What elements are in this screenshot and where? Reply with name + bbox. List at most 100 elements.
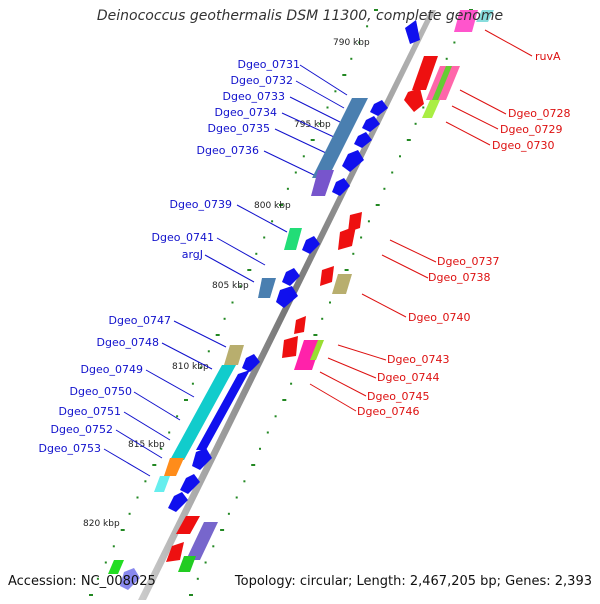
gene-argj[interactable] bbox=[258, 278, 276, 298]
gene-label[interactable]: Dgeo_0732 bbox=[231, 74, 293, 87]
cds-arrow[interactable] bbox=[302, 236, 320, 254]
gene-label[interactable]: Dgeo_0729 bbox=[500, 123, 562, 136]
gene-fragment[interactable] bbox=[154, 476, 170, 492]
tick-mark bbox=[184, 399, 188, 401]
accession-text: Accession: NC_008025 bbox=[8, 574, 156, 589]
leader-line bbox=[236, 204, 288, 233]
gene-label[interactable]: Dgeo_0738 bbox=[428, 271, 490, 284]
gene-label[interactable]: Dgeo_0728 bbox=[508, 107, 570, 120]
cds-arrow[interactable] bbox=[354, 132, 372, 148]
tick-mark bbox=[152, 464, 157, 466]
gene-label[interactable]: Dgeo_0753 bbox=[39, 442, 101, 455]
kbp-label: 815 kbp bbox=[128, 440, 165, 450]
gene-label[interactable]: Dgeo_0740 bbox=[408, 311, 470, 324]
tick-mark bbox=[255, 252, 258, 255]
tick-mark bbox=[318, 122, 321, 125]
gene-label[interactable]: Dgeo_0752 bbox=[51, 423, 113, 436]
gene-label[interactable]: Dgeo_0750 bbox=[70, 385, 132, 398]
leader-line bbox=[484, 29, 533, 57]
gene-label[interactable]: Dgeo_0744 bbox=[377, 371, 439, 384]
cds-arrow[interactable] bbox=[282, 336, 298, 358]
cds-arrow[interactable] bbox=[282, 268, 300, 286]
gene-dgeo-0730[interactable] bbox=[422, 100, 440, 118]
gene-label[interactable]: Dgeo_0748 bbox=[97, 336, 159, 349]
cds-arrow[interactable] bbox=[332, 178, 350, 196]
tick-mark bbox=[266, 431, 269, 434]
gene-fragment[interactable] bbox=[476, 10, 494, 22]
cds-arrow[interactable] bbox=[166, 542, 184, 562]
cds-arrow[interactable] bbox=[370, 100, 388, 116]
cds-arrow[interactable] bbox=[362, 116, 380, 132]
tick-mark bbox=[196, 577, 199, 580]
tick-mark bbox=[189, 594, 193, 596]
tick-mark bbox=[414, 122, 417, 125]
gene-dgeo-0731-to-0735[interactable] bbox=[312, 98, 368, 178]
leader-line bbox=[103, 448, 151, 477]
gene-label[interactable]: Dgeo_0735 bbox=[208, 122, 270, 135]
cds-arrow[interactable] bbox=[348, 212, 362, 232]
tick-mark bbox=[445, 57, 448, 60]
kbp-label: 790 kbp bbox=[333, 38, 370, 48]
cds-arrow[interactable] bbox=[276, 286, 298, 308]
tick-mark bbox=[422, 106, 425, 109]
leader-line bbox=[216, 237, 266, 266]
tick-mark bbox=[342, 74, 347, 76]
tick-mark bbox=[350, 57, 353, 60]
gene-fragment[interactable] bbox=[108, 560, 124, 574]
tick-mark bbox=[374, 9, 378, 11]
kbp-label: 795 kbp bbox=[294, 120, 331, 130]
tick-mark bbox=[360, 236, 363, 239]
tick-mark bbox=[239, 285, 242, 288]
gene-dgeo-0737[interactable] bbox=[338, 226, 356, 250]
gene-label[interactable]: Dgeo_0745 bbox=[367, 390, 429, 403]
tick-mark bbox=[367, 220, 370, 223]
cds-arrow[interactable] bbox=[342, 150, 364, 172]
gene-label[interactable]: Dgeo_0746 bbox=[357, 405, 419, 418]
leader-line bbox=[161, 342, 213, 370]
gene-label[interactable]: Dgeo_0751 bbox=[59, 405, 121, 418]
tick-mark bbox=[274, 415, 277, 418]
kbp-label: 810 kbp bbox=[172, 362, 209, 372]
gene-label[interactable]: Dgeo_0741 bbox=[152, 231, 214, 244]
cds-arrow[interactable] bbox=[320, 266, 334, 286]
gene-label[interactable]: Dgeo_0734 bbox=[215, 106, 277, 119]
cds-arrow[interactable] bbox=[120, 568, 140, 590]
gene-dgeo-0739[interactable] bbox=[284, 228, 302, 250]
cds-arrow[interactable] bbox=[404, 88, 424, 112]
cds-arrow[interactable] bbox=[176, 516, 200, 534]
gene-label[interactable]: Dgeo_0730 bbox=[492, 139, 554, 152]
cds-arrow[interactable] bbox=[405, 20, 420, 44]
cds-arrow[interactable] bbox=[192, 448, 212, 470]
gene-dgeo-0753[interactable] bbox=[164, 458, 184, 476]
leader-line bbox=[145, 369, 195, 398]
tick-mark bbox=[344, 269, 349, 271]
gene-label[interactable]: Dgeo_0747 bbox=[109, 314, 171, 327]
tick-mark bbox=[120, 529, 125, 531]
tick-mark bbox=[313, 334, 318, 336]
cds-arrow[interactable] bbox=[294, 316, 306, 334]
gene-ruva[interactable] bbox=[454, 10, 478, 32]
gene-dgeo-0747[interactable] bbox=[224, 345, 244, 365]
gene-dgeo-0728[interactable] bbox=[412, 56, 438, 90]
gene-label[interactable]: Dgeo_0749 bbox=[81, 363, 143, 376]
gene-label[interactable]: ruvA bbox=[535, 50, 561, 63]
cds-arrow[interactable] bbox=[168, 492, 188, 512]
gene-dgeo-0736[interactable] bbox=[311, 170, 334, 196]
tick-mark bbox=[204, 561, 207, 564]
gene-label[interactable]: argJ bbox=[182, 248, 203, 261]
gene-fragment[interactable] bbox=[186, 522, 218, 560]
gene-dgeo-0748-to-0752[interactable] bbox=[170, 365, 236, 460]
tick-mark bbox=[286, 187, 289, 190]
gene-dgeo-0740[interactable] bbox=[332, 274, 352, 294]
cds-arrow[interactable] bbox=[180, 474, 200, 494]
gene-label[interactable]: Dgeo_0736 bbox=[197, 144, 259, 157]
gene-label[interactable]: Dgeo_0739 bbox=[170, 198, 232, 211]
tick-mark bbox=[352, 252, 355, 255]
gene-label[interactable]: Dgeo_0737 bbox=[437, 255, 499, 268]
gene-label[interactable]: Dgeo_0731 bbox=[238, 58, 300, 71]
gene-label[interactable]: Dgeo_0743 bbox=[387, 353, 449, 366]
cds-arrow[interactable] bbox=[196, 370, 250, 450]
gene-label[interactable]: Dgeo_0733 bbox=[223, 90, 285, 103]
cds-arrow[interactable] bbox=[242, 354, 260, 372]
gene-fragment[interactable] bbox=[178, 556, 196, 572]
